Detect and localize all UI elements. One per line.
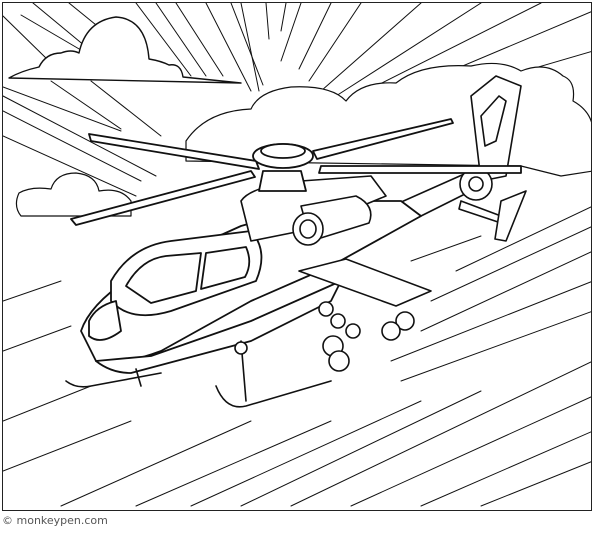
landing-skids <box>65 340 332 408</box>
speed-lines <box>3 206 591 507</box>
main-rotor <box>70 118 522 226</box>
helicopter-illustration <box>3 3 591 507</box>
engine-pod <box>240 175 387 246</box>
stub-wing <box>298 258 432 372</box>
helicopter-body <box>80 200 422 374</box>
coloring-page-frame <box>2 2 592 511</box>
sun-rays <box>3 3 591 197</box>
watermark: © monkeypen.com <box>2 514 108 527</box>
cloud-left <box>15 172 132 217</box>
cloud-top-left <box>8 16 242 84</box>
